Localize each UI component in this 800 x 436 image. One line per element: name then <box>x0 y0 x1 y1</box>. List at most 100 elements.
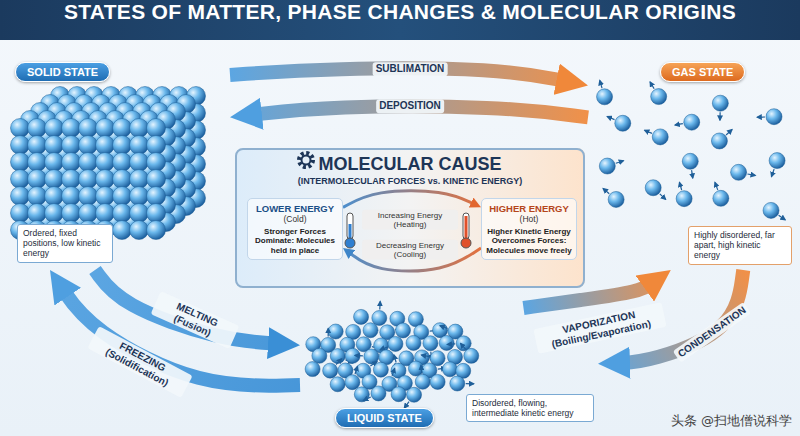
molecule <box>407 387 422 402</box>
molecule <box>11 170 30 189</box>
motion-arrow <box>650 82 654 89</box>
motion-arrow <box>600 80 602 88</box>
motion-arrow <box>394 355 396 363</box>
molecule <box>147 221 166 240</box>
molecule <box>645 180 661 196</box>
description-box: Ordered, fixed positions, low kinetic en… <box>17 224 113 263</box>
motion-arrow <box>757 116 765 117</box>
motion-arrow <box>379 302 381 310</box>
molecule <box>713 190 729 206</box>
phase-label: Increasing Energy (Heating) <box>362 210 458 230</box>
molecule <box>769 153 785 169</box>
motion-arrow <box>607 116 614 119</box>
energy-heading: HIGHER ENERGY <box>485 203 573 214</box>
description-text: Ordered, fixed positions, low kinetic en… <box>23 228 107 259</box>
molecule <box>79 119 98 138</box>
molecule <box>323 363 338 378</box>
molecule <box>45 170 64 189</box>
phase-label: CONDENSATION <box>673 302 751 363</box>
motion-arrow <box>679 182 681 190</box>
molecule <box>305 362 320 377</box>
motion-arrow <box>392 368 395 376</box>
molecule <box>388 336 403 351</box>
motion-arrow <box>616 161 624 164</box>
molecule <box>130 170 149 189</box>
description-box: Disordered, flowing, intermediate kineti… <box>466 394 594 422</box>
phase-arrow <box>343 191 475 208</box>
molecule <box>79 170 98 189</box>
energy-text: Stronger Forces Dominate: Molecules held… <box>251 227 339 256</box>
motion-arrow <box>420 365 422 373</box>
molecule <box>373 362 388 377</box>
description-text: Highly disordered, far apart, high kinet… <box>694 230 786 261</box>
state-region: SOLID STATE Ordered, fixed positions, low… <box>5 58 230 270</box>
molecule <box>147 170 166 189</box>
motion-arrow <box>380 347 387 350</box>
state-region: GAS STATEHighly disordered, far apart, h… <box>588 58 795 270</box>
molecule <box>345 375 360 390</box>
panel-fill <box>235 148 585 288</box>
state-label: LIQUID STATE <box>335 408 434 428</box>
molecule <box>79 153 98 172</box>
motion-arrow <box>421 355 429 357</box>
panel-subtitle: (INTERMOLECULAR FORCES vs. KINETIC ENERG… <box>237 176 583 187</box>
molecule <box>766 109 782 125</box>
molecule <box>113 119 132 138</box>
molecule <box>712 95 728 111</box>
molecule <box>45 153 64 172</box>
molecule <box>408 361 423 376</box>
liquid-molecules <box>305 302 479 409</box>
molecule <box>372 311 387 326</box>
motion-arrow <box>779 215 786 219</box>
motion-arrow <box>466 383 474 384</box>
molecule <box>684 114 700 130</box>
molecule <box>599 158 615 174</box>
motion-arrow <box>726 130 732 135</box>
molecule <box>651 89 667 105</box>
state-label: SOLID STATE <box>15 62 110 82</box>
phase-label: DEPOSITION <box>376 99 444 113</box>
molecule <box>96 136 115 155</box>
molecule <box>391 387 406 402</box>
motion-arrow <box>660 194 666 199</box>
molecule <box>330 377 345 392</box>
molecule <box>11 136 30 155</box>
molecule <box>763 202 779 218</box>
molecule <box>615 115 631 131</box>
motion-arrow <box>719 112 720 120</box>
cold-thermometer <box>345 213 355 248</box>
molecule <box>130 136 149 155</box>
molecule <box>113 187 132 206</box>
molecule <box>439 335 454 350</box>
molecule <box>442 362 457 377</box>
molecule <box>130 119 149 138</box>
molecule <box>130 221 149 240</box>
molecule <box>62 204 81 223</box>
molecule <box>147 136 166 155</box>
solid-lattice <box>11 87 206 240</box>
molecule <box>113 204 132 223</box>
molecule <box>406 335 421 350</box>
phase-arrow <box>524 281 656 308</box>
molecule <box>415 374 430 389</box>
molecule <box>11 153 30 172</box>
molecule <box>464 348 479 363</box>
molecule <box>147 153 166 172</box>
motion-arrow <box>715 182 718 190</box>
molecule <box>62 136 81 155</box>
molecule <box>45 204 64 223</box>
hot-thermometer <box>461 213 471 248</box>
molecule <box>312 348 327 363</box>
molecule <box>11 119 30 138</box>
molecule <box>147 204 166 223</box>
gear-icon <box>299 153 313 167</box>
molecule <box>608 191 624 207</box>
motion-arrow <box>603 189 609 194</box>
energy-box: LOWER ENERGY(Cold)Stronger Forces Domina… <box>247 198 343 260</box>
gas-molecules <box>597 80 786 219</box>
molecule <box>130 204 149 223</box>
molecule <box>96 153 115 172</box>
molecule <box>45 136 64 155</box>
molecule <box>711 133 727 149</box>
molecule <box>45 187 64 206</box>
